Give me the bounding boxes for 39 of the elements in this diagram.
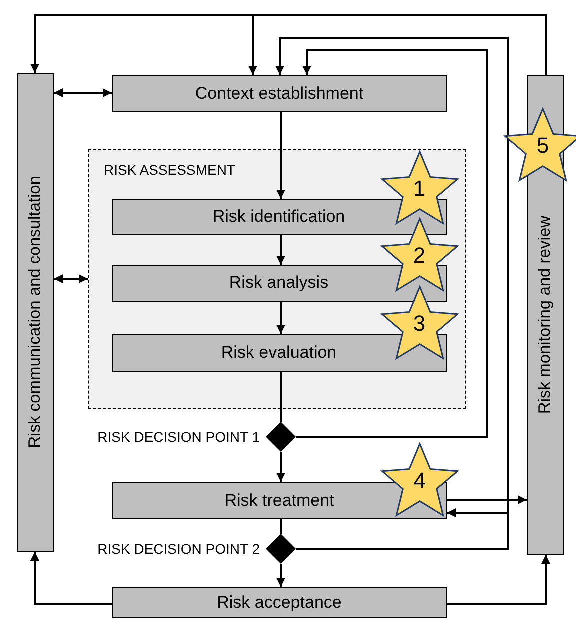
arrow bbox=[447, 555, 550, 605]
decision-point-label: RISK DECISION POINT 2 bbox=[98, 541, 260, 557]
process-box bbox=[112, 198, 446, 234]
callout-number: 1 bbox=[412, 176, 427, 202]
box-label: Risk acceptance bbox=[217, 592, 342, 612]
arrow bbox=[30, 552, 112, 605]
arrow bbox=[276, 452, 286, 482]
arrow bbox=[276, 564, 286, 587]
dashed-group-panel bbox=[88, 149, 466, 409]
callout-number: 3 bbox=[412, 310, 427, 336]
box-label: Risk identification bbox=[212, 206, 346, 226]
arrow bbox=[54, 274, 88, 284]
box-label: Risk treatment bbox=[224, 490, 334, 510]
box-label: Risk analysis bbox=[229, 273, 329, 293]
bar-label: Risk monitoring and review bbox=[536, 216, 555, 414]
arrow bbox=[296, 49, 488, 438]
arrow bbox=[447, 496, 527, 504]
process-box bbox=[112, 587, 447, 618]
vertical-process-bar bbox=[17, 73, 54, 552]
box-label: Context establishment bbox=[195, 84, 364, 104]
process-box bbox=[112, 334, 446, 372]
callout-number: 2 bbox=[412, 242, 427, 268]
arrow bbox=[248, 14, 547, 75]
bar-label: Risk communication and consultation bbox=[26, 176, 45, 449]
process-box bbox=[112, 264, 446, 302]
vertical-process-bar bbox=[527, 75, 564, 555]
decision-point-label: RISK DECISION POINT 1 bbox=[98, 429, 260, 445]
arrow bbox=[276, 302, 286, 334]
connector-line bbox=[280, 372, 282, 422]
box-label: Risk evaluation bbox=[221, 342, 337, 362]
arrow bbox=[296, 508, 509, 550]
arrow bbox=[276, 112, 286, 199]
callout-number: 5 bbox=[536, 133, 550, 159]
arrow bbox=[54, 88, 112, 98]
arrow bbox=[276, 235, 286, 265]
callout-number: 4 bbox=[412, 468, 428, 494]
connector-line bbox=[280, 519, 282, 534]
process-box bbox=[112, 75, 447, 112]
group-title: RISK ASSESSMENT bbox=[104, 162, 236, 178]
